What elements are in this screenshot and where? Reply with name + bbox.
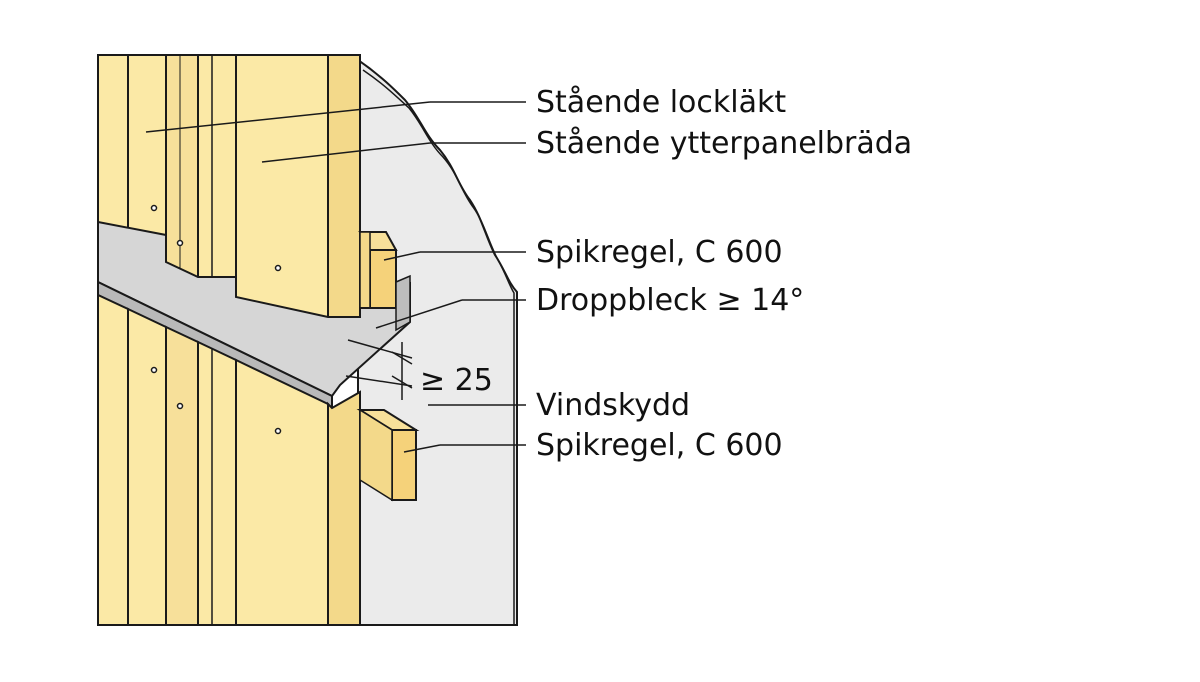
dimension-label: ≥ 25 xyxy=(420,363,493,398)
leader-lines xyxy=(145,101,526,453)
nail xyxy=(176,402,184,410)
nail xyxy=(274,427,282,435)
dimension-marker xyxy=(345,339,413,400)
label-vindskydd: Vindskydd xyxy=(536,388,690,423)
upper-batten-2 xyxy=(327,54,361,318)
label-staende-locklakt: Stående lockläkt xyxy=(536,85,786,120)
label-droppbleck: Droppbleck ≥ 14° xyxy=(536,283,804,318)
upper-nailing-strip xyxy=(358,231,398,309)
nail xyxy=(176,239,184,247)
upper-board-3 xyxy=(197,54,237,278)
nail xyxy=(150,366,158,374)
wind-barrier-edge xyxy=(362,69,515,625)
label-staende-ytterpanelbrada: Stående ytterpanelbräda xyxy=(536,126,912,161)
label-spikregel-upper: Spikregel, C 600 xyxy=(536,235,783,270)
drip-flashing xyxy=(97,220,411,410)
label-spikregel-lower: Spikregel, C 600 xyxy=(536,428,783,463)
upper-board-4 xyxy=(235,54,329,318)
upper-batten-1 xyxy=(165,54,199,278)
nail xyxy=(274,264,282,272)
lower-nailing-strip xyxy=(356,408,420,502)
lower-boards xyxy=(97,293,361,626)
nail xyxy=(150,204,158,212)
flashing-side xyxy=(395,274,411,332)
flashing-top xyxy=(97,220,411,398)
